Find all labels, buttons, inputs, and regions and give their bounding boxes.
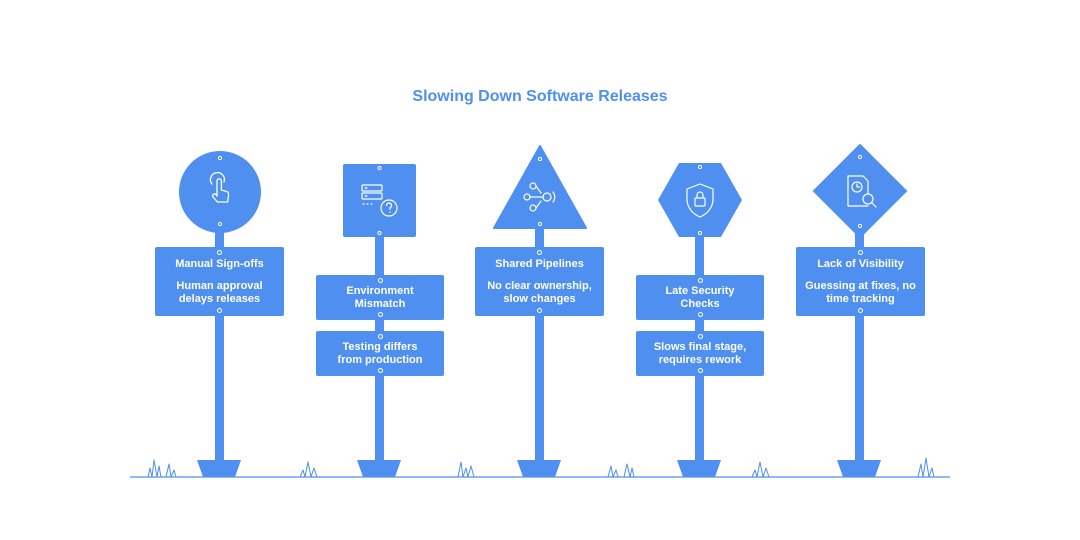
grass-tufts bbox=[147, 457, 935, 478]
sign-heading: Late Security Checks bbox=[665, 284, 735, 310]
sign-heading: Manual Sign-offs bbox=[175, 257, 264, 270]
triangle-sign bbox=[493, 145, 587, 229]
sign-shared-pipelines bbox=[493, 145, 587, 229]
sign-description: Testing differs from production bbox=[337, 340, 423, 366]
square-sign bbox=[343, 164, 416, 237]
panel-manual-signoffs: Manual Sign-offs Human approval delays r… bbox=[155, 247, 284, 316]
sign-heading: Environment Mismatch bbox=[346, 284, 414, 310]
pole-base bbox=[837, 460, 881, 477]
sign-lack-of-visibility bbox=[813, 144, 907, 238]
grass-tuft bbox=[457, 461, 475, 478]
pole bbox=[535, 225, 544, 465]
pipeline-nodes-icon bbox=[523, 182, 556, 212]
server-question-icon bbox=[361, 184, 398, 217]
shield-lock-icon bbox=[686, 183, 714, 218]
grass-tuft bbox=[751, 461, 770, 478]
hand-pointer-icon bbox=[209, 171, 230, 203]
pole-base bbox=[677, 460, 721, 477]
pole-base bbox=[357, 460, 401, 477]
grass-tuft bbox=[917, 457, 935, 478]
pole-base bbox=[197, 460, 241, 477]
panel-lack-of-visibility: Lack of Visibility Guessing at fixes, no… bbox=[796, 247, 925, 316]
grass-tuft bbox=[299, 461, 318, 478]
sign-description: Guessing at fixes, no time tracking bbox=[805, 279, 916, 305]
grass-tuft bbox=[607, 465, 619, 478]
sign-heading: Shared Pipelines bbox=[495, 257, 584, 270]
diagram-title: Slowing Down Software Releases bbox=[412, 88, 668, 105]
pole bbox=[215, 225, 224, 465]
pole-base bbox=[517, 460, 561, 477]
sign-description: No clear ownership, slow changes bbox=[487, 279, 592, 305]
bases bbox=[197, 460, 881, 477]
sign-manual-signoffs bbox=[179, 151, 261, 233]
panel-environment-mismatch-heading: Environment Mismatch bbox=[316, 275, 444, 320]
sign-late-security-checks bbox=[658, 163, 742, 237]
grass-tuft bbox=[623, 463, 635, 478]
sign-description: Human approval delays releases bbox=[176, 279, 263, 305]
grass-tuft bbox=[165, 463, 177, 478]
panel-environment-mismatch-description: Testing differs from production bbox=[316, 331, 444, 376]
pole bbox=[855, 225, 864, 465]
document-clock-search-icon bbox=[847, 175, 877, 208]
hexagon-sign bbox=[658, 163, 742, 237]
sign-heading: Lack of Visibility bbox=[817, 257, 904, 270]
panel-shared-pipelines: Shared Pipelines No clear ownership, slo… bbox=[475, 247, 604, 316]
panel-late-security-checks-heading: Late Security Checks bbox=[636, 275, 764, 320]
grass-tuft bbox=[147, 459, 162, 478]
sign-environment-mismatch bbox=[343, 164, 416, 237]
sign-description: Slows final stage, requires rework bbox=[653, 340, 747, 366]
circle-sign bbox=[179, 151, 261, 233]
panel-late-security-checks-description: Slows final stage, requires rework bbox=[636, 331, 764, 376]
